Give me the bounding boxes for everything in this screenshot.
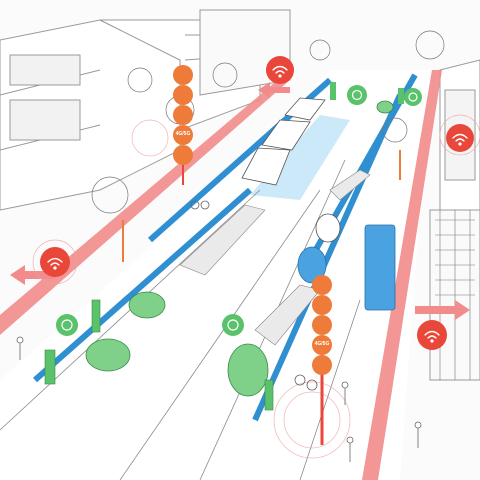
car-green-2	[128, 291, 166, 319]
car-green-3	[227, 343, 269, 397]
bus-articulated	[241, 97, 326, 186]
left-cycle-track	[0, 78, 290, 335]
right-cycle-track	[362, 70, 442, 480]
ev-chargers	[44, 82, 422, 411]
planted-medians	[179, 169, 371, 346]
wifi-icon	[173, 145, 193, 165]
sensor-stack-right	[312, 275, 332, 375]
ev-charging-icon	[404, 88, 422, 106]
smartphone-icon	[173, 105, 193, 125]
wifi-icon	[266, 56, 294, 84]
ev-charging-icon	[222, 314, 244, 336]
ev-charging-icon	[347, 85, 367, 105]
street-trees	[91, 30, 445, 214]
car-white	[315, 213, 341, 243]
cellular-antenna-icon	[173, 125, 193, 145]
people-icon	[312, 295, 332, 315]
arrow-icon	[10, 82, 470, 320]
wifi-icon	[417, 320, 447, 350]
smartphone-icon	[312, 315, 332, 335]
car-green-1	[85, 338, 131, 372]
signal-rings	[32, 114, 480, 459]
car-green-4	[376, 100, 394, 114]
people-icon	[173, 85, 193, 105]
pedestrians	[16, 200, 422, 462]
wifi-glyphs	[47, 65, 468, 343]
wifi-icon	[40, 247, 70, 277]
wifi-icon	[312, 355, 332, 375]
wifi-icon	[446, 124, 474, 152]
sensor-stack-left	[173, 65, 193, 165]
car-blue	[297, 246, 327, 284]
ev-charging-icon	[56, 314, 78, 336]
cars	[85, 100, 394, 397]
weather-cloud-icon	[173, 65, 193, 85]
ev-plug-glyphs	[61, 89, 418, 331]
cellular-antenna-icon	[312, 335, 332, 355]
weather-cloud-icon	[312, 275, 332, 295]
wifi-hotspots	[40, 56, 474, 350]
bus-highlighted	[364, 224, 396, 311]
